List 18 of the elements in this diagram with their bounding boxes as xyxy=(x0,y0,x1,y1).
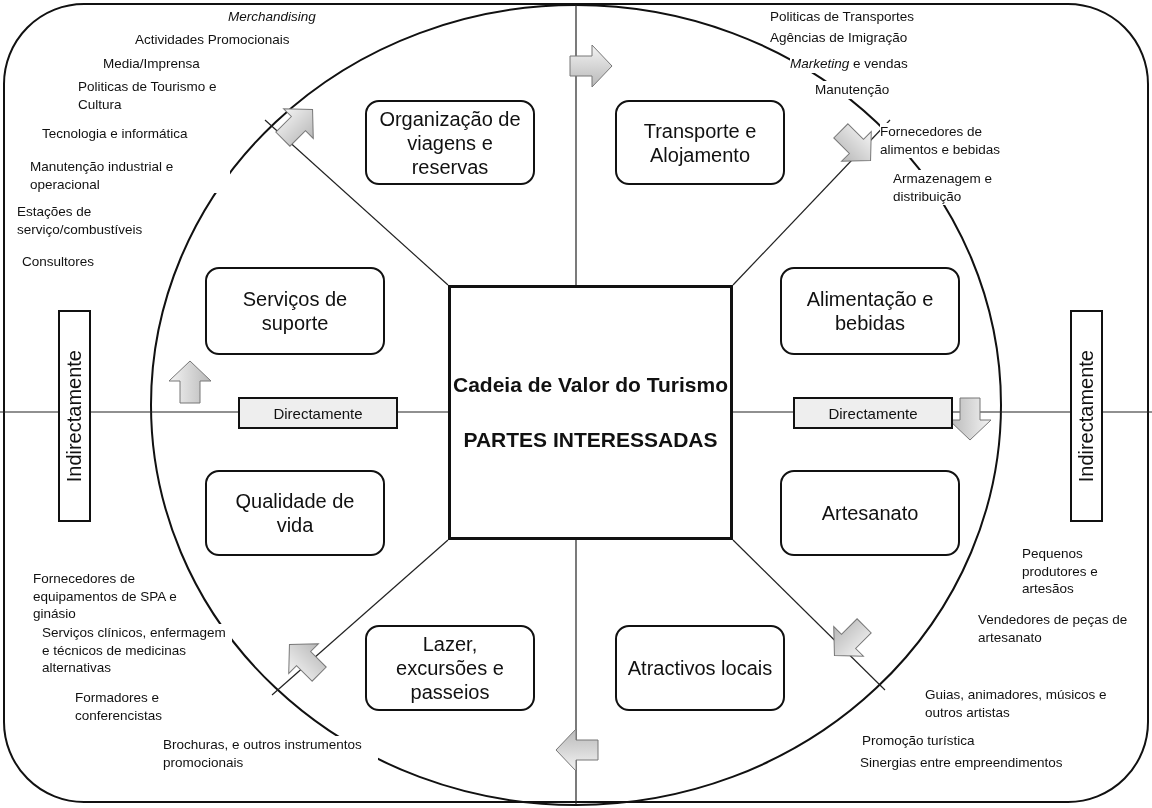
category-box: Artesanato xyxy=(780,470,960,556)
category-box: Organização de viagens e reservas xyxy=(365,100,535,185)
stakeholder-label: Manutenção xyxy=(815,81,890,99)
stakeholder-label: Brochuras, e outros instrumentos promocionais xyxy=(163,736,378,772)
stakeholder-label: Marketing e vendas xyxy=(790,55,908,73)
category-box: Atractivos locais xyxy=(615,625,785,711)
category-box: Qualidade de vida xyxy=(205,470,385,556)
title-text: Cadeia de Valor do Turismo xyxy=(453,372,728,399)
direct-box: Directamente xyxy=(238,397,398,429)
indirect-box: Indirectamente xyxy=(58,310,91,522)
category-box: Serviços de suporte xyxy=(205,267,385,355)
category-box: Transporte e Alojamento xyxy=(615,100,785,185)
direct-box: Directamente xyxy=(793,397,953,429)
central-box xyxy=(448,285,733,540)
category-box: Lazer, excursões e passeios xyxy=(365,625,535,711)
indirect-box: Indirectamente xyxy=(1070,310,1103,522)
subtitle-text: PARTES INTERESSADAS xyxy=(463,426,718,453)
category-box: Alimentação e bebidas xyxy=(780,267,960,355)
